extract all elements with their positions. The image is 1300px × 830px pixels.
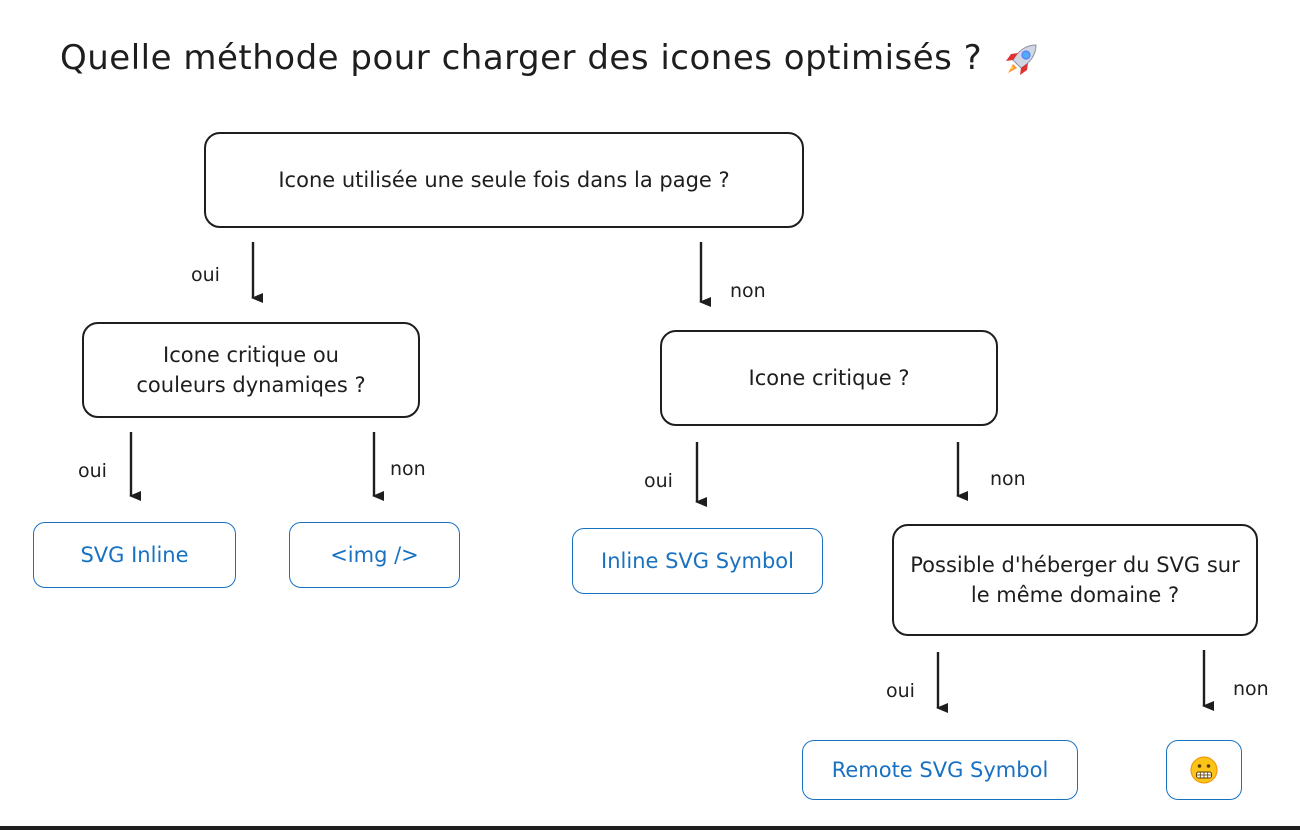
answer-remote-svg-symbol: Remote SVG Symbol [802,740,1078,800]
label-single-no: non [730,280,766,302]
label-crit-yes: oui [644,470,673,492]
label-critcolors-no: non [390,458,426,480]
answer-svg-inline: SVG Inline [33,522,236,588]
bottom-border [0,826,1300,830]
answer-inline-svg-symbol: Inline SVG Symbol [572,528,823,594]
rocket-icon [1005,43,1037,75]
question-critical: Icone critique ? [660,330,998,426]
label-single-yes: oui [191,264,220,286]
question-critical-or-colors: Icone critique ou couleurs dynamiqes ? [82,322,420,418]
answer-img-tag: <img /> [289,522,460,588]
label-domain-yes: oui [886,680,915,702]
page-title: Quelle méthode pour charger des icones o… [60,38,1042,81]
answer-grimace [1166,740,1242,800]
title-text: Quelle méthode pour charger des icones o… [60,38,983,78]
question-same-domain: Possible d'héberger du SVG sur le même d… [892,524,1258,636]
label-domain-no: non [1233,678,1269,700]
label-crit-no: non [990,468,1026,490]
grimacing-face-icon [1190,756,1218,784]
label-critcolors-yes: oui [78,460,107,482]
question-single-use: Icone utilisée une seule fois dans la pa… [204,132,804,228]
